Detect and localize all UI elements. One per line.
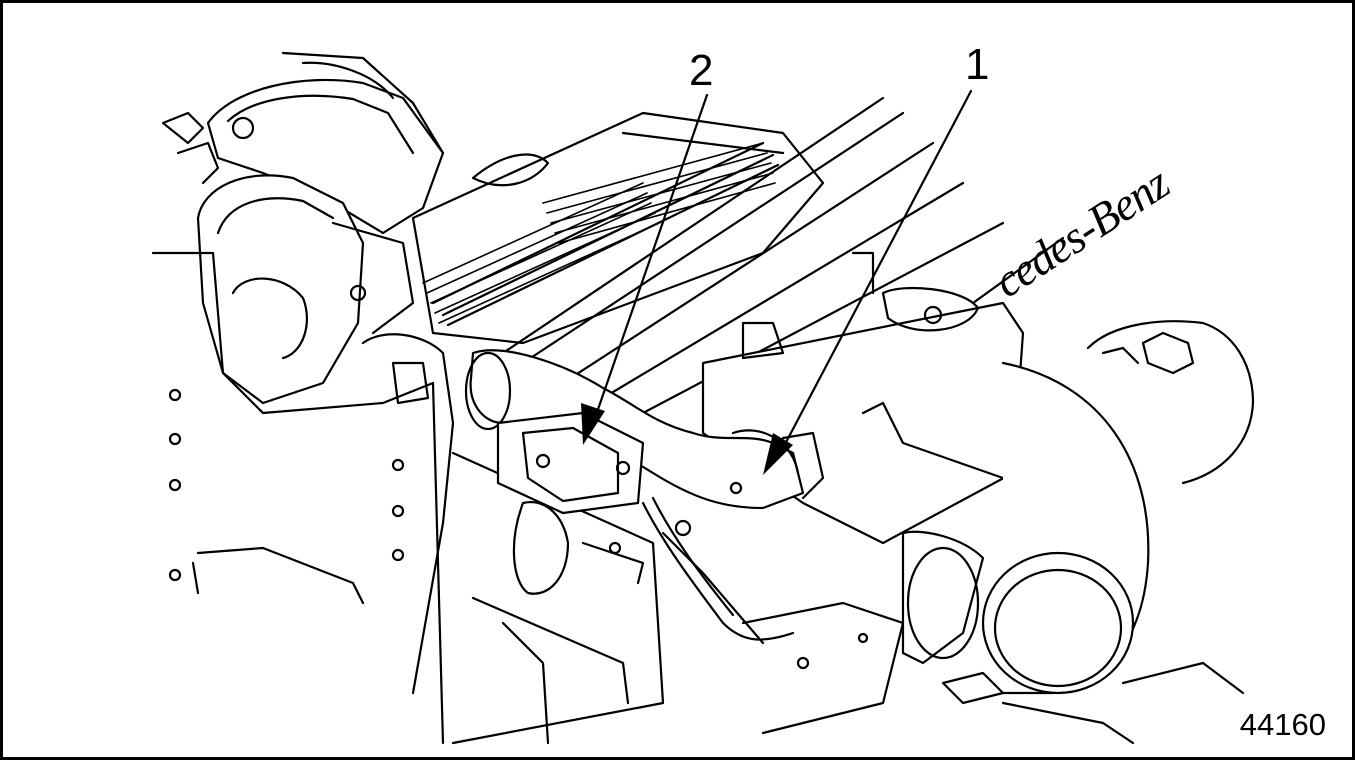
rear-housing (161, 51, 445, 235)
figure-number: 44160 (1239, 707, 1326, 742)
lifting-bracket (196, 174, 415, 405)
callout-number-2: 2 (689, 46, 714, 95)
valve-cover (411, 111, 825, 345)
crankcase (451, 451, 905, 745)
frame-rail (151, 251, 455, 745)
fuel-line (641, 496, 795, 641)
engine-line-drawing (151, 51, 1255, 745)
lower-right-mount (941, 661, 1245, 745)
intake-elbow (901, 320, 1255, 695)
callout-leaders (581, 89, 973, 475)
callout-number-1: 1 (965, 40, 990, 89)
